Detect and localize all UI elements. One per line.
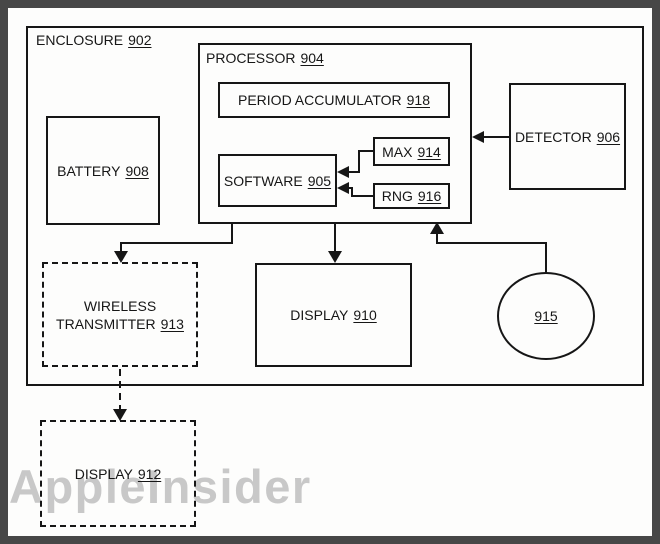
connector-max-to-software xyxy=(346,150,373,173)
processor-box xyxy=(198,43,472,224)
arrowhead-max-into-software-icon xyxy=(337,166,349,178)
arrowhead-into-processor-bottom-icon xyxy=(430,222,444,234)
connector-sensor-915-to-processor xyxy=(436,233,547,273)
appleinsider-watermark: AppleInsider xyxy=(9,460,312,513)
sensor-915-circle: 915 xyxy=(497,272,595,360)
arrowhead-into-display-912-icon xyxy=(113,409,127,421)
enclosure-box xyxy=(26,26,644,386)
arrowhead-into-processor-left-icon xyxy=(472,131,484,143)
arrowhead-into-display-910-icon xyxy=(328,251,342,263)
sensor-915-label: 915 xyxy=(534,308,558,324)
arrowhead-rng-into-software-icon xyxy=(337,182,349,194)
arrowhead-into-wireless-transmitter-icon xyxy=(114,251,128,263)
connector-processor-to-wireless-transmitter xyxy=(120,224,233,252)
